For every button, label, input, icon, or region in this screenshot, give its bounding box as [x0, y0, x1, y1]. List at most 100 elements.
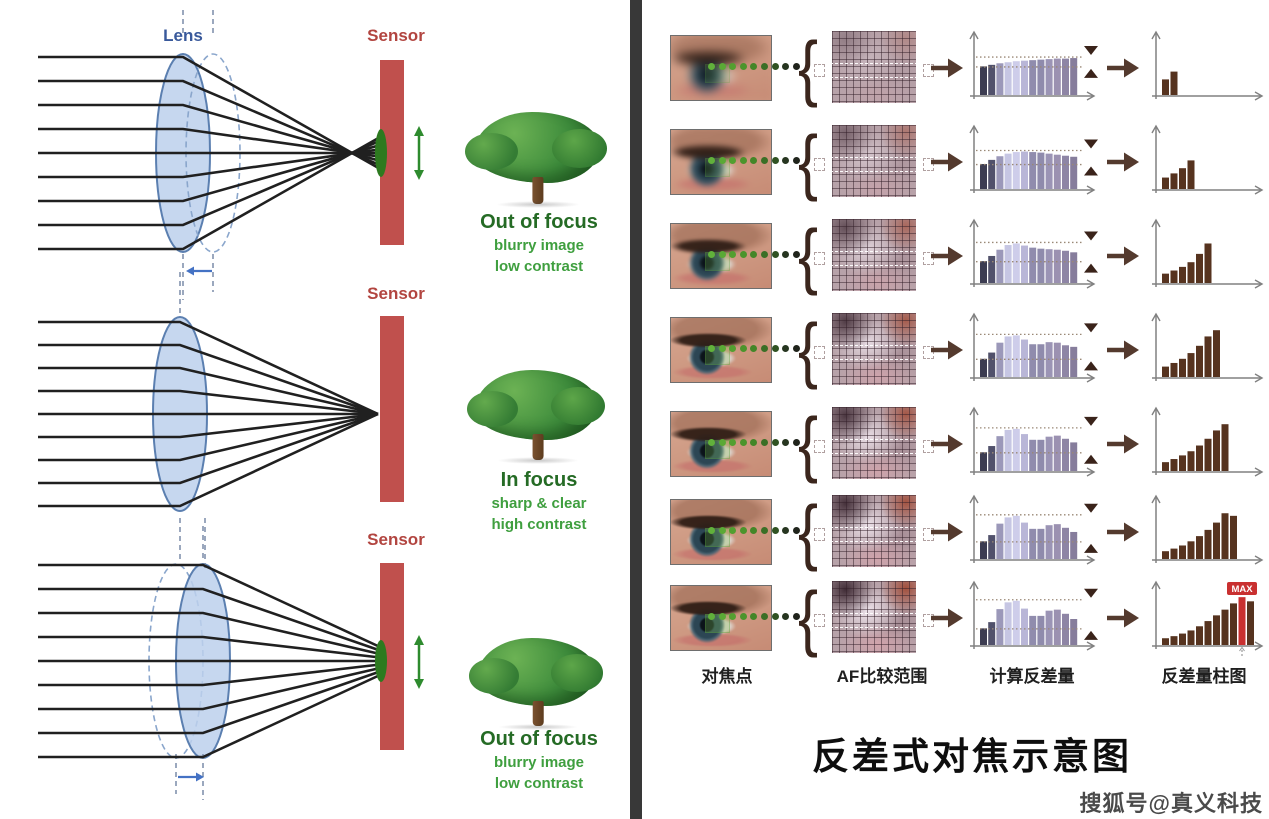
tree-image-bottom: [468, 638, 604, 730]
sensor-label-middle: Sensor: [367, 284, 425, 303]
af-dot: [771, 157, 779, 164]
af-dotted-line: [708, 157, 804, 165]
blur-spot-top: [375, 129, 387, 177]
af-dot: [718, 613, 726, 620]
af-dot: [771, 613, 779, 620]
contrast-bar-chart: [1151, 124, 1264, 195]
af-dot: [718, 527, 726, 534]
caption-line2: low contrast: [494, 775, 584, 792]
af-range-strip: [814, 612, 934, 628]
tree-canopy: [464, 112, 608, 184]
af-dotted-line: [708, 251, 804, 259]
af-dotted-line: [708, 613, 804, 621]
tree-image-top: [464, 112, 608, 208]
pixel-grid: [814, 407, 934, 479]
af-dot: [761, 157, 768, 164]
af-dot: [761, 251, 768, 258]
af-dot: [782, 439, 790, 446]
af-dot: [771, 251, 779, 258]
contrast-bar-chart: [1151, 312, 1264, 383]
af-dot: [782, 157, 790, 164]
af-dot: [739, 63, 747, 70]
caption-line1: sharp & clear: [491, 495, 587, 512]
contrast-af-panel: {{{{{{{MAX 对焦点 AF比较范围 计算反差量 反差量柱图 反差式对焦示…: [642, 0, 1269, 819]
panel-divider: [630, 0, 642, 819]
blur-extent-arrow-top: [414, 126, 424, 180]
contrast-histogram: [969, 312, 1098, 383]
af-dot: [739, 345, 747, 352]
contrast-bar-chart: [1151, 494, 1264, 565]
flow-arrow-icon: [1107, 522, 1139, 542]
af-dot: [739, 157, 747, 164]
sensor-bars: [380, 60, 404, 750]
flow-arrow-icon: [931, 152, 963, 172]
af-dot: [729, 251, 737, 258]
contrast-histogram: [969, 406, 1098, 477]
af-dot: [750, 251, 758, 258]
af-dot: [782, 613, 790, 620]
af-range-strip: [814, 62, 934, 78]
af-range-strip: [814, 438, 934, 454]
af-dot: [792, 439, 800, 446]
flow-arrow-icon: [1107, 58, 1139, 78]
pixel-grid-lines: [832, 407, 916, 479]
af-dot: [750, 439, 758, 446]
flow-arrow-icon: [931, 340, 963, 360]
rays-bottom: [38, 563, 381, 759]
caption-out-of-focus-bottom: Out of focus blurry image low contrast: [450, 727, 628, 794]
af-dot: [708, 345, 715, 352]
flow-arrow-icon: [931, 246, 963, 266]
af-dot: [718, 251, 726, 258]
caption-line2: high contrast: [491, 516, 587, 533]
af-range-strip: [814, 526, 934, 542]
af-dot: [708, 251, 715, 258]
caption-in-focus: In focus sharp & clear high contrast: [450, 468, 628, 535]
af-row: { MAX: [642, 577, 1269, 658]
af-dotted-line: [708, 345, 804, 353]
max-badge-label: MAX: [1231, 584, 1253, 595]
caption-title: Out of focus: [480, 211, 598, 233]
pixel-grid: [814, 495, 934, 567]
pixel-grid-lines: [832, 125, 916, 197]
blur-spot-bottom: [375, 640, 387, 682]
brace-icon: {: [797, 576, 819, 659]
af-dot: [792, 613, 800, 620]
sensor-label-top: Sensor: [367, 26, 425, 45]
pixel-grid: [814, 125, 934, 197]
tree-shadow: [497, 457, 579, 464]
caption-title: In focus: [500, 469, 578, 491]
af-dot: [750, 63, 758, 70]
pixel-grid: [814, 313, 934, 385]
af-dot: [750, 527, 758, 534]
tree-trunk: [532, 700, 544, 727]
brace-icon: {: [797, 402, 819, 485]
column-label-contrast-bars: 反差量柱图: [1161, 667, 1247, 686]
watermark: 搜狐号@真义科技: [1079, 791, 1263, 816]
af-dot: [708, 157, 715, 164]
flow-arrow-icon: [1107, 434, 1139, 454]
lens-move-arrow-right: [178, 772, 204, 782]
af-dot: [708, 439, 715, 446]
flow-arrow-icon: [1107, 608, 1139, 628]
pixel-grid-lines: [832, 219, 916, 291]
af-range-strip: [814, 250, 934, 266]
flow-arrow-icon: [931, 58, 963, 78]
tree-trunk: [532, 177, 544, 205]
af-dot: [792, 251, 800, 258]
af-range-strip: [814, 156, 934, 172]
af-dotted-line: [708, 527, 804, 535]
caption-line2: low contrast: [494, 258, 584, 275]
pixel-grid: [814, 31, 934, 103]
blur-extent-arrow-bottom: [414, 635, 424, 689]
flow-arrow-icon: [931, 608, 963, 628]
flow-arrow-icon: [931, 522, 963, 542]
af-dot: [771, 439, 779, 446]
af-dot: [718, 345, 726, 352]
af-dot: [718, 157, 726, 164]
contrast-histogram: [969, 580, 1098, 651]
pixel-grid-lines: [832, 495, 916, 567]
pixel-grid: [814, 581, 934, 653]
af-dot: [729, 345, 737, 352]
pixel-grid-lines: [832, 31, 916, 103]
